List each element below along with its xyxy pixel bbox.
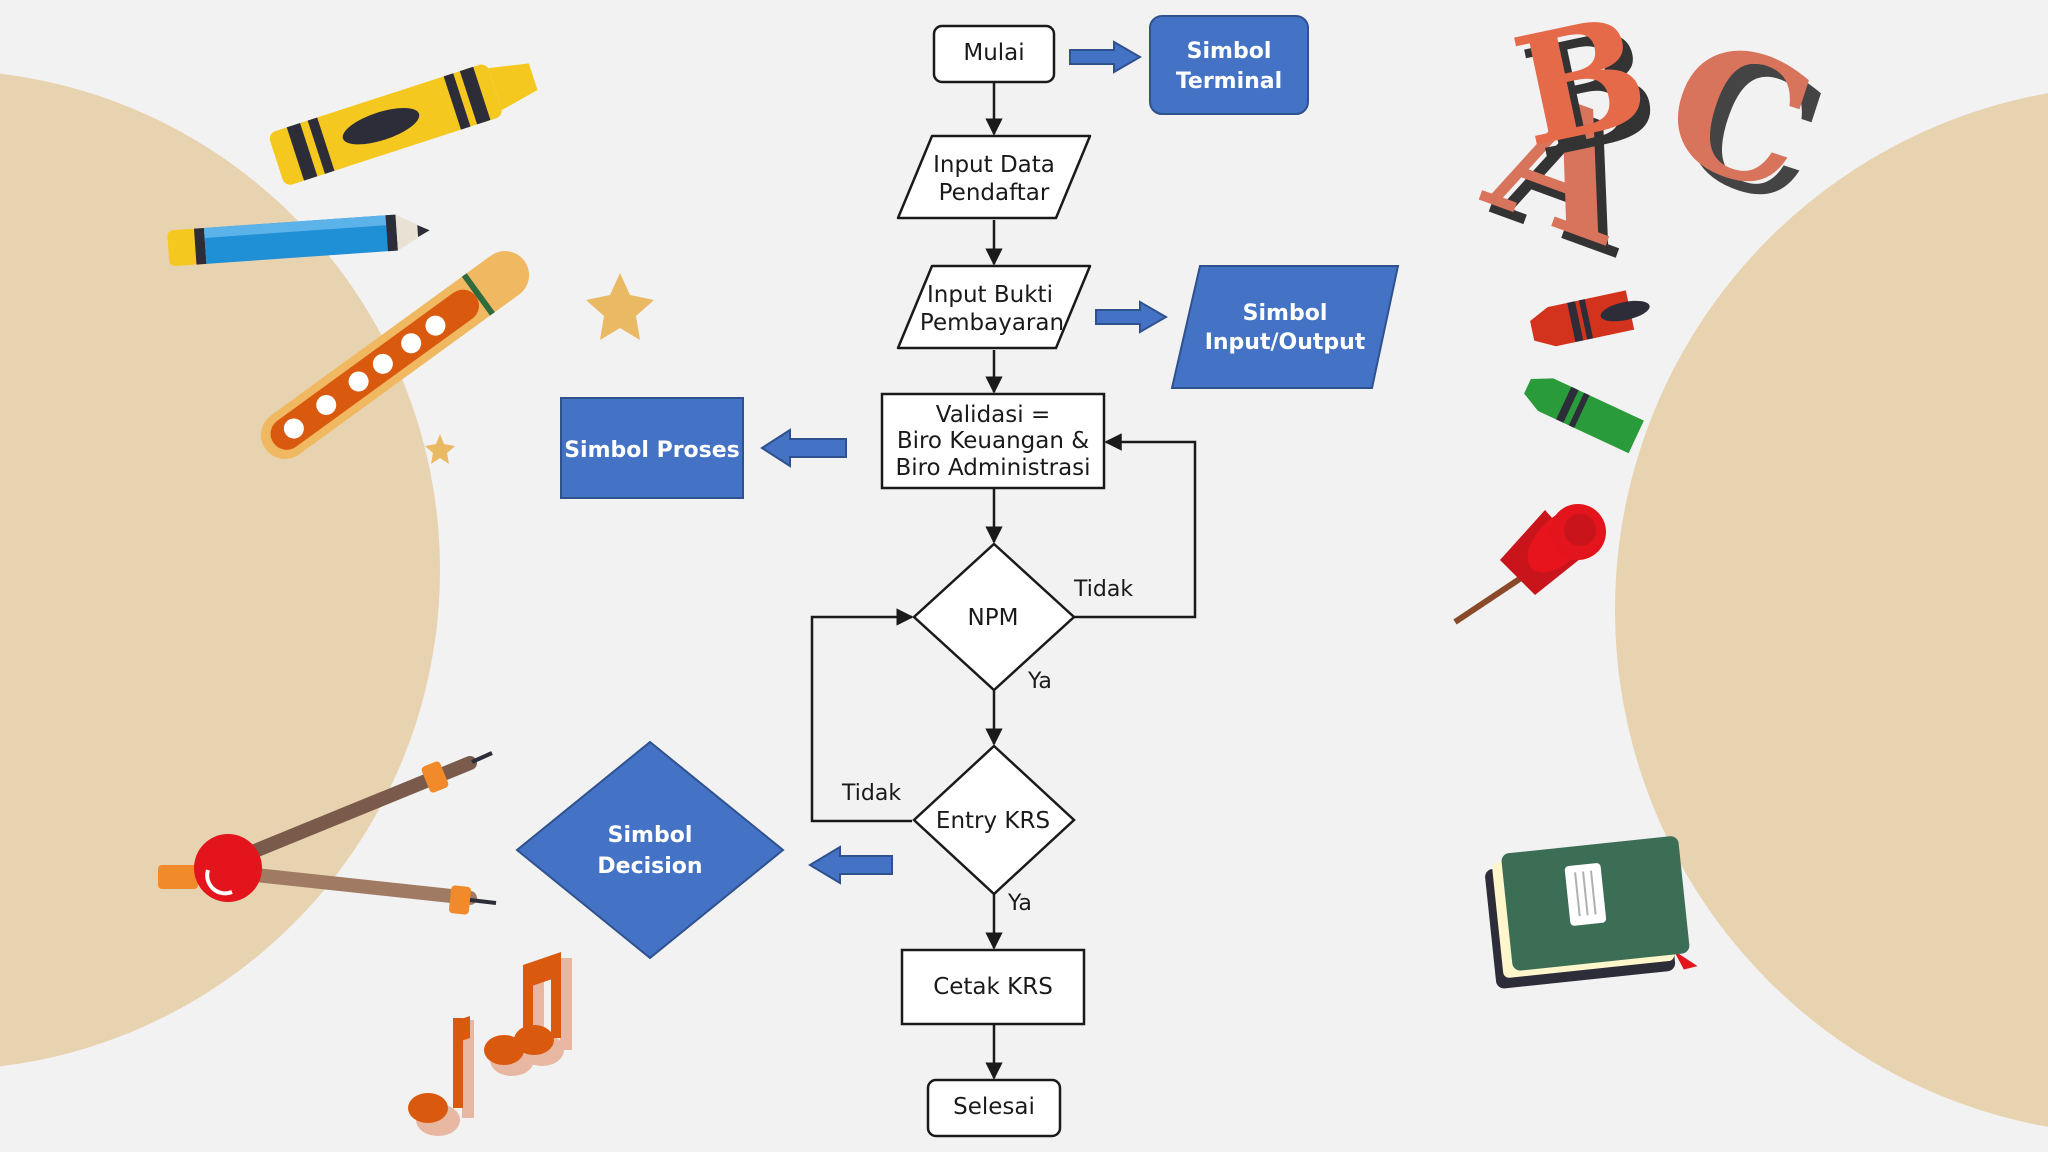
node-mulai-label: Mulai <box>963 40 1024 66</box>
letter-c-front: C <box>1643 1 1833 233</box>
edge-label-npm-ya: Ya <box>1027 669 1052 694</box>
legend-proses-arrow-icon <box>760 428 847 468</box>
node-cetak-krs-label: Cetak KRS <box>933 974 1053 1000</box>
abc-letters: A A B B C C <box>1464 0 1846 296</box>
green-book-icon <box>1485 836 1698 989</box>
yellow-crayon-icon <box>269 63 538 185</box>
legend-io-line2: Input/Output <box>1205 330 1366 355</box>
node-input-bukti-line2: Pembayaran <box>920 310 1064 336</box>
legend-terminal-line1: Simbol <box>1187 39 1272 64</box>
legend-terminal-line2: Terminal <box>1176 69 1282 94</box>
node-input-data-line2: Pendaftar <box>939 180 1050 206</box>
node-input-data-line1: Input Data <box>933 152 1055 178</box>
node-cetak-krs: Cetak KRS <box>900 948 1086 1026</box>
node-entry-krs-label: Entry KRS <box>936 808 1050 834</box>
node-validasi: Validasi = Biro Keuangan & Biro Administ… <box>880 392 1106 490</box>
arrow-krs-tidak-loop <box>810 608 914 823</box>
legend-input-output: Simbol Input/Output <box>1170 265 1400 389</box>
edge-label-npm-tidak: Tidak <box>1073 577 1133 602</box>
push-pin-icon <box>1453 504 1606 625</box>
node-validasi-line1: Validasi = <box>936 402 1050 428</box>
node-mulai: Mulai <box>932 24 1056 84</box>
compass-icon <box>158 751 497 915</box>
legend-decision: Simbol Decision <box>515 740 785 960</box>
legend-io-arrow-icon <box>1095 300 1169 334</box>
legend-decision-line2: Decision <box>597 854 702 879</box>
node-input-bukti: Input Bukti Pembayaran <box>896 264 1092 350</box>
node-entry-krs-decision: Entry KRS <box>912 744 1076 896</box>
node-npm-decision: NPM <box>912 542 1076 692</box>
legend-terminal-arrow-icon <box>1069 40 1143 74</box>
blue-pencil-icon <box>167 214 430 267</box>
edge-label-krs-ya: Ya <box>1007 891 1032 916</box>
red-crayon-icon <box>1530 290 1650 347</box>
flowchart-connectors <box>810 82 1197 1080</box>
node-input-data: Input Data Pendaftar <box>896 134 1092 220</box>
legend-decision-line1: Simbol <box>608 823 693 848</box>
edge-label-krs-tidak: Tidak <box>841 781 901 806</box>
node-validasi-line2: Biro Keuangan & <box>897 428 1089 454</box>
node-validasi-line3: Biro Administrasi <box>895 455 1090 481</box>
legend-decision-arrow-icon <box>808 845 893 885</box>
flute-icon <box>260 251 530 459</box>
arrow-npm-tidak-loop <box>1074 433 1197 619</box>
music-notes-icon <box>408 952 572 1136</box>
legend-proses-label: Simbol Proses <box>564 438 740 463</box>
right-beige-circle <box>1615 93 2048 1127</box>
node-selesai-label: Selesai <box>953 1094 1035 1120</box>
star-icon <box>586 273 654 340</box>
node-npm-label: NPM <box>968 605 1019 631</box>
small-star-icon <box>425 434 455 464</box>
legend-terminal: Simbol Terminal <box>1149 15 1309 115</box>
legend-io-line1: Simbol <box>1243 301 1328 326</box>
legend-proses: Simbol Proses <box>560 397 744 499</box>
green-crayon-icon <box>1524 378 1644 454</box>
node-input-bukti-line1: Input Bukti <box>927 282 1053 308</box>
node-selesai: Selesai <box>926 1078 1062 1138</box>
